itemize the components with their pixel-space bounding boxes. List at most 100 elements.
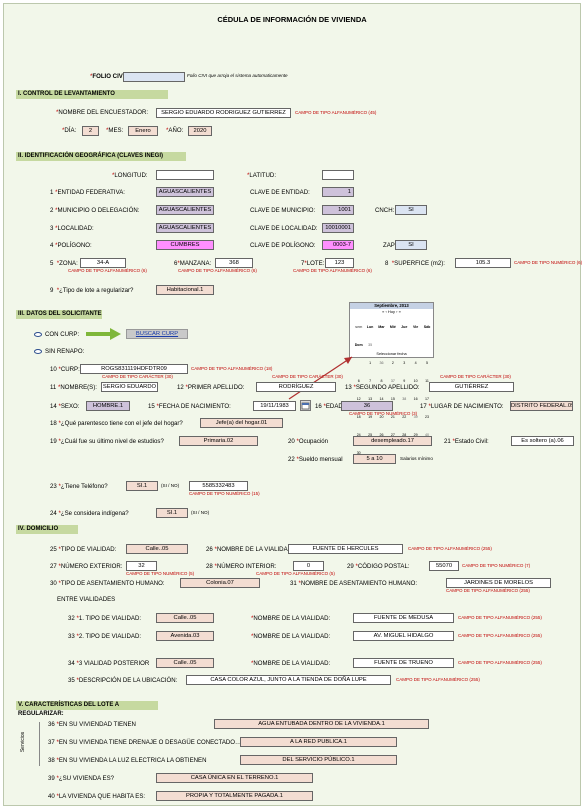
calendar-day-cell[interactable]: 24 [356,433,361,437]
manzana-field[interactable]: 368 [215,258,253,268]
estudios-field[interactable]: Primaria.02 [179,436,258,446]
num-ext-field[interactable]: 32 [126,561,157,571]
latitud-field[interactable] [322,170,354,180]
cp-field[interactable]: 55070 [429,561,459,571]
calendar-day-cell[interactable]: 12 [356,397,361,401]
calendar-day-cell[interactable]: 27 [390,433,395,437]
lote-field[interactable]: 123 [325,258,354,268]
longitud-field[interactable] [156,170,214,180]
calendar-day-cell[interactable]: 26 [379,433,384,437]
v2-field[interactable]: Avenida.03 [156,631,214,641]
cnch-field[interactable]: SI [395,205,427,215]
clave-localidad-field[interactable]: 10010001 [322,223,354,233]
calendar-day-cell[interactable]: 30 [356,451,361,455]
sin-renapo-label: SIN RENAPO: [45,348,85,355]
calendar-day-cell[interactable]: 13 [368,397,373,401]
v1-nombre-field[interactable]: FUENTE DE MEDUSA [353,613,454,623]
calendar-day-cell[interactable]: 28 [402,433,407,437]
zona-field[interactable]: 34-A [80,258,126,268]
tipo-asent-field[interactable]: Colonia.07 [180,578,260,588]
indigena-field[interactable]: SI.1 [156,508,188,518]
calendar-day-cell[interactable]: 17 [425,397,430,401]
ap2-field[interactable]: GUTIÉRREZ [429,382,514,392]
agua-field[interactable]: AGUA ENTUBADA DENTRO DE LA VIVIENDA.1 [214,719,429,729]
sin-renapo-radio[interactable] [34,349,42,354]
dia-field[interactable]: 2 [82,126,99,136]
calendar-day-cell[interactable]: 15 [390,397,395,401]
calendar-day-cell[interactable]: 23 [425,415,430,419]
calendar-day-cell[interactable]: 14 [379,397,384,401]
calendar-day-cell[interactable]: 11 [425,379,429,383]
localidad-field[interactable]: AGUASCALIENTES [156,223,214,233]
telefono-numero-field[interactable]: 5585332483 [189,481,248,491]
anio-field[interactable]: 2020 [188,126,212,136]
calendar-day-cell[interactable]: 5 [426,361,429,365]
v1-field[interactable]: Calle..05 [156,613,214,623]
tipo-vialidad-field[interactable]: Calle..05 [126,544,188,554]
telefono-field[interactable]: SI.1 [126,481,158,491]
parentesco-field[interactable]: Jefe(a) del hogar.01 [200,418,283,428]
tipo-lote-label: 9 *¿Tipo de lote a regularizar? [50,287,134,294]
superficie-field[interactable]: 105.3 [455,258,511,268]
municipio-field[interactable]: AGUASCALIENTES [156,205,214,215]
lugar-field[interactable]: DISTRITO FEDERAL.09 [510,401,573,411]
calendar-day-cell[interactable]: 10 [413,379,418,383]
tipo-lote-field[interactable]: Habitacional.1 [156,285,214,295]
v2-nombre-field[interactable]: AV. MIGUEL HIDALGO [353,631,454,641]
calendar-day-cell[interactable]: 22 [402,415,407,419]
v3-field[interactable]: Calle..05 [156,658,214,668]
zap-field[interactable]: SI [395,240,427,250]
calendar-day-cell[interactable]: 29 [413,433,418,437]
sexo-field[interactable]: HOMBRE.1 [86,401,130,411]
nombre-field[interactable]: SERGIO EDUARDO [101,382,158,392]
calendar-day-cell[interactable]: 18 [356,415,361,419]
curp-field[interactable]: ROGS831119HDFDTR09 [80,364,188,374]
sueldo-field[interactable]: 5 a 10 [353,454,396,464]
calendar-footer[interactable]: Seleccionar fecha [376,352,407,356]
num-int-field[interactable]: 0 [293,561,324,571]
calendar-day-cell[interactable]: 19 [368,415,373,419]
poligono-field[interactable]: CUMBRES [156,240,214,250]
calendar-day-cell[interactable]: 9 [403,379,406,383]
calendar-nav[interactable]: « ‹ Hoy › » [382,309,401,314]
fnac-field[interactable]: 19/11/1983 [253,401,296,411]
calendar-day-cell[interactable]: 25 [368,433,373,437]
calendar-day-cell[interactable]: 8 [380,379,383,383]
nombre-note: CAMPO DE TIPO CARÁCTER (30) [102,374,173,379]
ocupacion-field[interactable]: desempleado.17 [353,436,432,446]
edad-field[interactable]: 36 [341,401,393,411]
es-field[interactable]: CASA ÚNICA EN EL TERRENO.1 [156,773,313,783]
calendar-day-cell[interactable]: 3 [403,361,406,365]
telefono-note: CAMPO DE TIPO NUMÉRICO (15) [189,491,260,496]
calendar-day-cell[interactable]: 6 [357,379,360,383]
ap1-field[interactable]: RODRÍGUEZ [256,382,336,392]
calendar-day-cell[interactable]: 4 [414,361,417,365]
calendar-day-cell[interactable]: 16 [413,397,418,401]
v3-nombre-field[interactable]: FUENTE DE TRUENO [353,658,454,668]
luz-field[interactable]: DEL SERVICIO PÚBLICO.1 [240,755,397,765]
nombre-vialidad-field[interactable]: FUENTE DE HERCULES [288,544,403,554]
clave-poligono-field[interactable]: 0003-7 [322,240,354,250]
buscar-curp-button[interactable]: BUSCAR CURP [126,329,188,339]
folio-field[interactable] [123,72,185,82]
calendar-day-cell[interactable]: 2 [391,361,394,365]
calendar-day-cell[interactable]: 1 [369,361,372,365]
nombre-asent-field[interactable]: JARDINES DE MORELOS [446,578,551,588]
drenaje-field[interactable]: A LA RED PUBLICA.1 [240,737,397,747]
desc-field[interactable]: CASA COLOR AZUL, JUNTO A LA TIENDA DE DO… [186,675,391,685]
clave-municipio-field[interactable]: 1001 [322,205,354,215]
habita-field[interactable]: PROPIA Y TOTALMENTE PAGADA.1 [156,791,313,801]
calendar-day-cell[interactable]: 21 [390,415,395,419]
con-curp-radio[interactable] [34,332,42,337]
calendar-weekday-cell: Vie [412,325,419,329]
calendar-icon[interactable] [300,400,311,411]
calendar-day-cell[interactable]: 20 [379,415,384,419]
entidad-field[interactable]: AGUASCALIENTES [156,187,214,197]
civil-field[interactable]: Es soltero (a).06 [511,436,574,446]
encuestador-field[interactable]: SERGIO EDUARDO RODRIGUEZ GUTIERREZ [156,108,291,118]
calendar-day-cell[interactable]: 7 [369,379,372,383]
clave-entidad-field[interactable]: 1 [322,187,354,197]
mes-field[interactable]: Enero [128,126,158,136]
